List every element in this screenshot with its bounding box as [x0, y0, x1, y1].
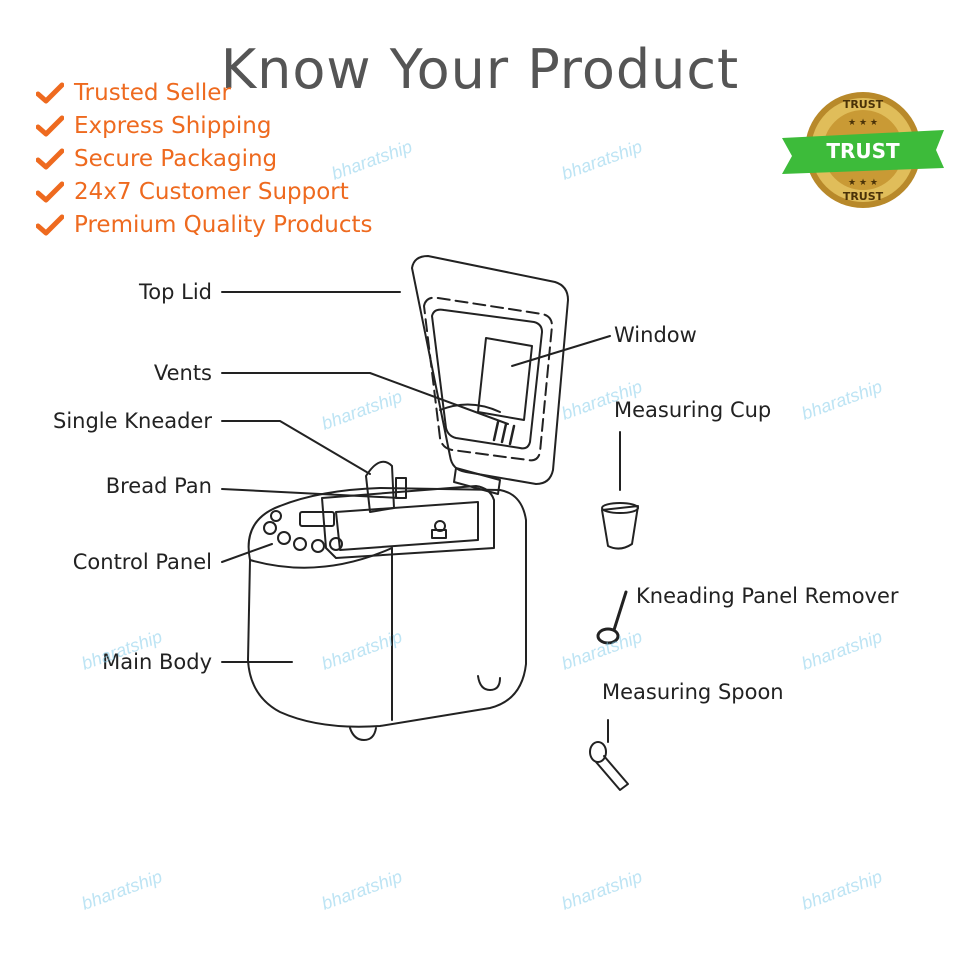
- feature-text: 24x7 Customer Support: [74, 178, 349, 205]
- label-control-panel: Control Panel: [73, 550, 212, 574]
- label-measuring-spoon: Measuring Spoon: [602, 680, 784, 704]
- label-window: Window: [614, 323, 697, 347]
- checkmark-icon: [36, 214, 64, 235]
- checkmark-icon: [36, 82, 64, 103]
- feature-item: 24x7 Customer Support: [36, 175, 372, 208]
- feature-item: Premium Quality Products: [36, 208, 372, 241]
- window-shape: [477, 337, 533, 421]
- feature-text: Premium Quality Products: [74, 211, 373, 238]
- lid-outline: [411, 255, 569, 485]
- feature-text: Secure Packaging: [74, 145, 278, 172]
- page-title: Know Your Product: [220, 38, 740, 101]
- svg-text:★ ★ ★: ★ ★ ★: [848, 178, 878, 188]
- checkmark-icon: [36, 181, 64, 202]
- label-top-lid: Top Lid: [138, 280, 212, 304]
- svg-text:★ ★ ★: ★ ★ ★: [848, 118, 878, 128]
- checkmark-icon: [36, 148, 64, 169]
- lid-gasket: [423, 296, 553, 462]
- badge-center-text: TRUST: [826, 139, 900, 163]
- main-body-outline: [247, 487, 527, 728]
- feature-text: Trusted Seller: [74, 79, 231, 106]
- feature-item: Secure Packaging: [36, 142, 372, 175]
- badge-ring-bottom-text: TRUST: [843, 190, 884, 203]
- label-measuring-cup: Measuring Cup: [614, 398, 771, 422]
- measuring-spoon-shape: [589, 741, 607, 763]
- feature-text: Express Shipping: [74, 112, 272, 139]
- feature-list: Trusted Seller Express Shipping Secure P…: [36, 76, 372, 241]
- label-vents: Vents: [154, 361, 212, 385]
- feature-item: Express Shipping: [36, 109, 372, 142]
- feature-item: Trusted Seller: [36, 76, 372, 109]
- label-single-kneader: Single Kneader: [53, 409, 212, 433]
- kneader-shape: [365, 460, 395, 513]
- label-kneading-panel-remover: Kneading Panel Remover: [636, 584, 899, 608]
- badge-ring-top-text: TRUST: [843, 98, 884, 111]
- label-main-body: Main Body: [102, 650, 212, 674]
- measuring-cup-shape: [601, 505, 639, 550]
- checkmark-icon: [36, 115, 64, 136]
- label-bread-pan: Bread Pan: [106, 474, 212, 498]
- trust-seal-icon: TRUST TRUST TRUST ★ ★ ★ ★ ★ ★: [782, 92, 944, 208]
- bread-pan-outline: [321, 485, 495, 559]
- kneading-remover-shape: [596, 627, 620, 645]
